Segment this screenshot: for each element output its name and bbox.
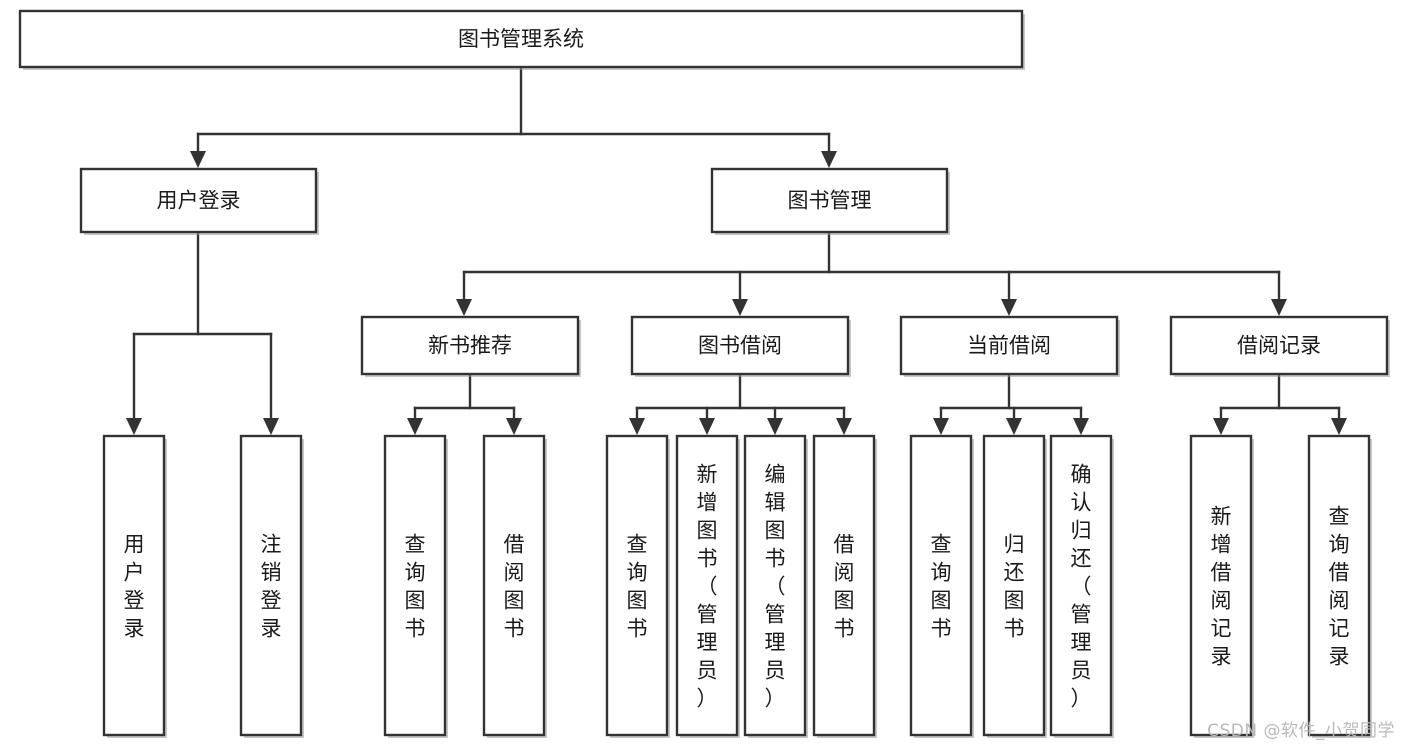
node-label: 图书管理系统	[458, 27, 584, 51]
node-box[interactable]	[1189, 434, 1253, 737]
node-label: 新增图书（管理员）	[697, 462, 718, 710]
arrow-head-icon	[126, 418, 142, 435]
node-box[interactable]	[1169, 315, 1389, 376]
node-label: 借阅记录	[1237, 334, 1321, 358]
node-box[interactable]	[102, 434, 166, 737]
node-label: 用户登录	[157, 189, 241, 213]
connector-conn-book-manage-to-submodules	[456, 230, 1287, 316]
node-label: 图书借阅	[698, 334, 782, 358]
node-box[interactable]	[743, 434, 807, 737]
node-label: 当前借阅	[967, 334, 1051, 358]
node-box[interactable]	[1307, 434, 1371, 737]
connector-conn-borrow-to-leaves	[629, 372, 852, 435]
node-label: 借阅图书	[504, 532, 525, 640]
node-label: 用户登录	[124, 532, 145, 640]
node-label: 确认归还（管理员）	[1071, 462, 1092, 710]
node-box[interactable]	[899, 315, 1119, 376]
connector-conn-current-to-leaves	[933, 372, 1089, 435]
node-label: 注销登录	[261, 532, 282, 640]
node-box[interactable]	[710, 167, 949, 234]
arrow-head-icon	[1001, 299, 1017, 316]
node-leaf-leaf-borrow-book-2[interactable]: 借阅图书	[812, 434, 877, 738]
node-box[interactable]	[630, 315, 850, 376]
arrow-head-icon	[190, 151, 206, 168]
node-root-root[interactable]: 图书管理系统	[18, 9, 1025, 70]
node-leaf-leaf-query-book-1[interactable]: 查询图书	[383, 434, 448, 738]
node-label: 查询借阅记录	[1329, 504, 1350, 668]
node-submodule-borrow-record[interactable]: 借阅记录	[1169, 315, 1390, 377]
node-box[interactable]	[79, 167, 318, 234]
node-module-user-login[interactable]: 用户登录	[79, 167, 319, 235]
node-box[interactable]	[909, 434, 973, 737]
arrow-head-icon	[456, 299, 472, 316]
node-leaf-leaf-return-book[interactable]: 归还图书	[982, 434, 1047, 738]
node-box[interactable]	[482, 434, 546, 737]
node-box[interactable]	[982, 434, 1046, 737]
arrow-head-icon	[1213, 418, 1229, 435]
node-submodule-new-book-recommend[interactable]: 新书推荐	[360, 315, 581, 377]
node-label: 图书管理	[788, 189, 872, 213]
node-leaf-leaf-confirm-return[interactable]: 确认归还（管理员）	[1049, 434, 1114, 738]
arrow-head-icon	[629, 418, 645, 435]
arrow-head-icon	[407, 418, 423, 435]
node-box[interactable]	[1049, 434, 1113, 737]
arrow-head-icon	[1073, 418, 1089, 435]
arrow-head-icon	[821, 151, 837, 168]
node-box[interactable]	[360, 315, 580, 376]
arrow-head-icon	[1006, 418, 1022, 435]
node-leaf-leaf-edit-book[interactable]: 编辑图书（管理员）	[743, 434, 808, 738]
node-label: 编辑图书（管理员）	[765, 462, 786, 710]
arrow-head-icon	[933, 418, 949, 435]
node-label: 归还图书	[1004, 532, 1025, 640]
node-box[interactable]	[239, 434, 303, 737]
node-box[interactable]	[675, 434, 739, 737]
arrow-head-icon	[506, 418, 522, 435]
node-box[interactable]	[383, 434, 447, 737]
arrow-head-icon	[836, 418, 852, 435]
node-module-book-manage[interactable]: 图书管理	[710, 167, 950, 235]
arrow-head-icon	[732, 299, 748, 316]
node-leaf-leaf-query-record[interactable]: 查询借阅记录	[1307, 434, 1372, 738]
nodes-layer: 图书管理系统用户登录图书管理新书推荐图书借阅当前借阅借阅记录用户登录注销登录查询…	[18, 9, 1390, 738]
arrow-head-icon	[263, 418, 279, 435]
node-leaf-leaf-add-book[interactable]: 新增图书（管理员）	[675, 434, 740, 738]
node-box[interactable]	[18, 9, 1024, 69]
node-leaf-leaf-user-login[interactable]: 用户登录	[102, 434, 167, 738]
node-label: 新书推荐	[428, 334, 512, 358]
arrow-head-icon	[767, 418, 783, 435]
node-leaf-leaf-logout[interactable]: 注销登录	[239, 434, 304, 738]
node-label: 查询图书	[405, 532, 426, 640]
arrow-head-icon	[1271, 299, 1287, 316]
arrow-head-icon	[699, 418, 715, 435]
connector-conn-recommend-to-leaves	[407, 372, 522, 435]
connector-conn-user-login-to-leaves	[126, 230, 279, 435]
node-box[interactable]	[605, 434, 669, 737]
node-label: 新增借阅记录	[1211, 504, 1232, 668]
node-leaf-leaf-query-book-3[interactable]: 查询图书	[909, 434, 974, 738]
node-submodule-current-borrow[interactable]: 当前借阅	[899, 315, 1120, 377]
connector-conn-root-to-modules	[190, 65, 837, 168]
connector-conn-record-to-leaves	[1213, 372, 1347, 435]
node-leaf-leaf-query-book-2[interactable]: 查询图书	[605, 434, 670, 738]
node-leaf-leaf-add-record[interactable]: 新增借阅记录	[1189, 434, 1254, 738]
node-label: 查询图书	[931, 532, 952, 640]
connectors-layer	[126, 65, 1347, 435]
node-submodule-book-borrow[interactable]: 图书借阅	[630, 315, 851, 377]
node-box[interactable]	[812, 434, 876, 737]
node-label: 借阅图书	[834, 532, 855, 640]
node-label: 查询图书	[627, 532, 648, 640]
csdn-watermark: CSDN @软件_小贺同学	[1207, 721, 1395, 741]
node-leaf-leaf-borrow-book-1[interactable]: 借阅图书	[482, 434, 547, 738]
arrow-head-icon	[1331, 418, 1347, 435]
